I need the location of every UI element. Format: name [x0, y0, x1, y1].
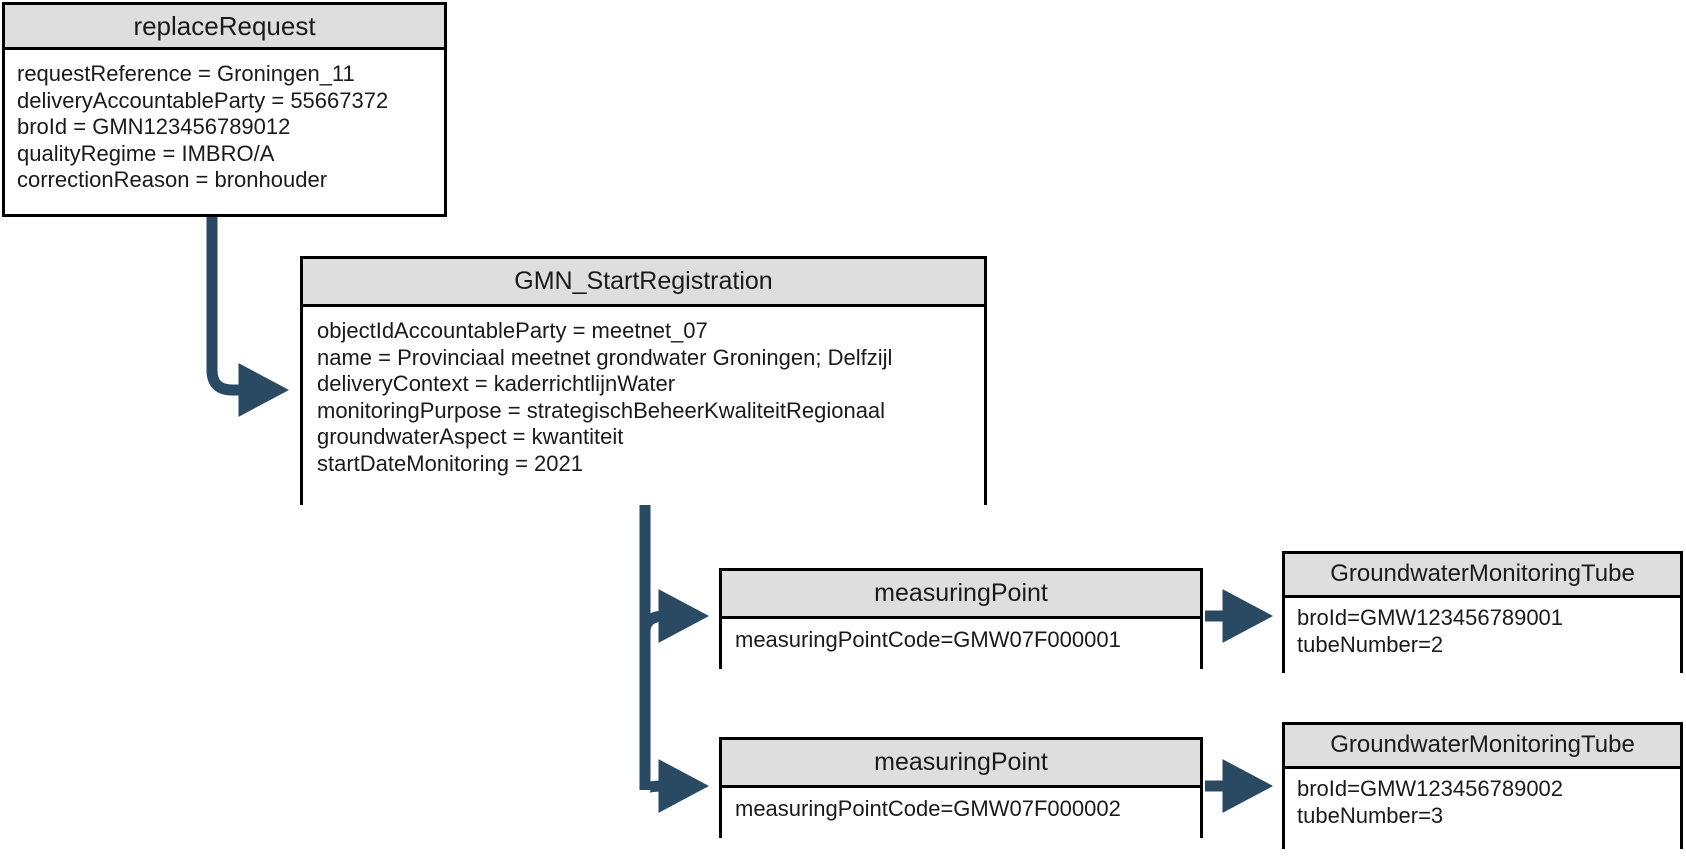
attribute-line: measuringPointCode=GMW07F000002 — [735, 796, 1121, 821]
object-box-replace-request[interactable]: replaceRequest requestReference = Gronin… — [2, 2, 447, 217]
attribute-line: broId=GMW123456789001 — [1297, 605, 1564, 630]
object-attributes-measuring-point-2: measuringPointCode=GMW07F000002 — [722, 788, 1200, 838]
attribute-line: startDateMonitoring = 2021 — [317, 450, 583, 476]
object-title-groundwater-monitoring-tube-2: GroundwaterMonitoringTube — [1285, 725, 1680, 769]
attribute-line: groundwaterAspect = kwantiteit — [317, 424, 624, 449]
attribute-line: tubeNumber=3 — [1297, 802, 1444, 828]
object-box-gmn-start-registration[interactable]: GMN_StartRegistration objectIdAccountabl… — [300, 256, 987, 505]
attribute-line: qualityRegime = IMBRO/A — [17, 140, 275, 166]
attribute-line: requestReference = Groningen_11 — [17, 61, 355, 86]
object-attributes-groundwater-monitoring-tube-1: broId=GMW123456789001 tubeNumber=2 — [1285, 598, 1680, 673]
object-title-measuring-point-2: measuringPoint — [722, 740, 1200, 788]
attribute-line: broId=GMW123456789002 — [1297, 776, 1564, 801]
attribute-line: objectIdAccountableParty = meetnet_07 — [317, 318, 708, 343]
object-attributes-replace-request: requestReference = Groningen_11 delivery… — [5, 50, 444, 214]
attribute-line: deliveryAccountableParty = 55667372 — [17, 87, 389, 113]
attribute-line: name = Provinciaal meetnet grondwater Gr… — [317, 344, 893, 370]
attribute-line: tubeNumber=2 — [1297, 631, 1444, 657]
attribute-line: measuringPointCode=GMW07F000001 — [735, 627, 1121, 652]
attribute-line: broId = GMN123456789012 — [17, 114, 291, 139]
object-attributes-groundwater-monitoring-tube-2: broId=GMW123456789002 tubeNumber=3 — [1285, 769, 1680, 849]
attribute-line: deliveryContext = kaderrichtlijnWater — [317, 371, 676, 396]
object-title-gmn-start-registration: GMN_StartRegistration — [303, 259, 984, 307]
connector-replace-request-to-gmn — [206, 217, 290, 417]
connector-gmn-to-measuring-point-1 — [639, 589, 710, 643]
object-title-measuring-point-1: measuringPoint — [722, 571, 1200, 619]
object-attributes-gmn-start-registration: objectIdAccountableParty = meetnet_07 na… — [303, 307, 984, 505]
object-box-groundwater-monitoring-tube-1[interactable]: GroundwaterMonitoringTube broId=GMW12345… — [1282, 551, 1683, 673]
object-box-groundwater-monitoring-tube-2[interactable]: GroundwaterMonitoringTube broId=GMW12345… — [1282, 722, 1683, 849]
object-box-measuring-point-2[interactable]: measuringPoint measuringPointCode=GMW07F… — [719, 737, 1203, 838]
attribute-line: correctionReason = bronhouder — [17, 167, 328, 192]
object-title-groundwater-monitoring-tube-1: GroundwaterMonitoringTube — [1285, 554, 1680, 598]
object-box-measuring-point-1[interactable]: measuringPoint measuringPointCode=GMW07F… — [719, 568, 1203, 669]
attribute-line: monitoringPurpose = strategischBeheerKwa… — [317, 397, 886, 423]
object-attributes-measuring-point-1: measuringPointCode=GMW07F000001 — [722, 619, 1200, 669]
connector-gmn-to-measuring-point-2 — [639, 759, 710, 813]
object-title-replace-request: replaceRequest — [5, 5, 444, 50]
